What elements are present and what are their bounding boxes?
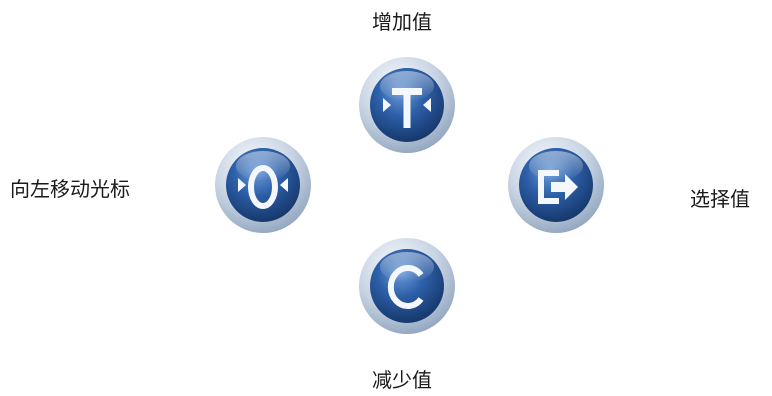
tare-icon — [359, 57, 455, 153]
enter-icon — [508, 137, 604, 233]
select-value-label: 选择值 — [690, 187, 750, 211]
enter-key-button[interactable] — [507, 136, 605, 234]
tare-key-button[interactable] — [358, 56, 456, 154]
increase-value-label: 增加值 — [372, 10, 432, 34]
zero-key-button[interactable] — [214, 136, 312, 234]
decrease-value-label: 减少值 — [372, 368, 432, 392]
clear-icon — [359, 238, 455, 334]
clear-key-button[interactable] — [358, 237, 456, 335]
zero-icon — [215, 137, 311, 233]
move-cursor-left-label: 向左移动光标 — [10, 177, 130, 201]
